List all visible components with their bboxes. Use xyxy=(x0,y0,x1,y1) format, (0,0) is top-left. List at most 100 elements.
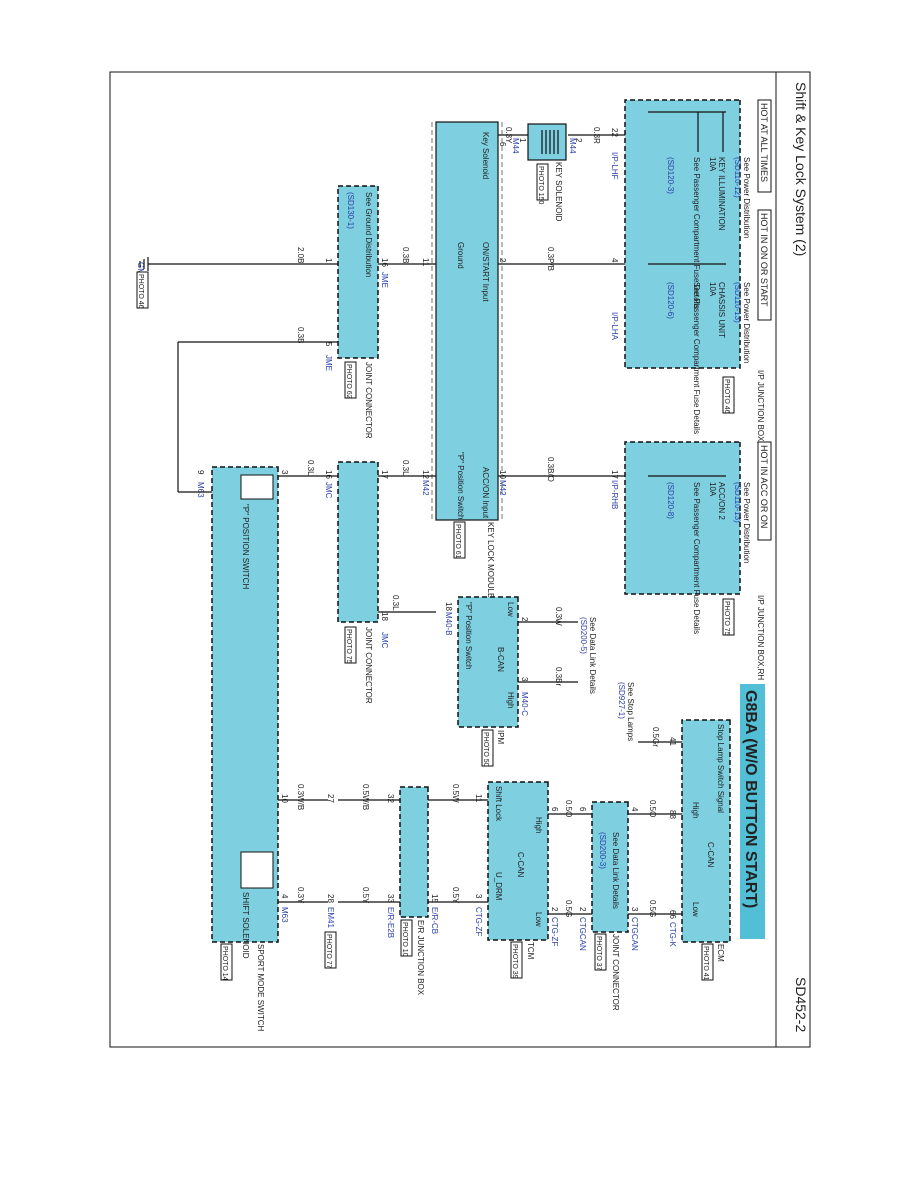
pin-11: 11 xyxy=(421,258,430,267)
pin-11b: 11 xyxy=(474,794,483,803)
ipm-ref: (SD200-5) xyxy=(579,617,588,654)
pin-33: 33 xyxy=(386,894,395,903)
junction-box-rh-name: I/P JUNCTION BOX,RH xyxy=(756,595,765,680)
pin-2d: 2 xyxy=(578,907,587,912)
ground-joint-see: See Ground Distribution xyxy=(364,192,373,277)
pin-3d: 3 xyxy=(474,894,483,899)
wire-20b: 2.0B xyxy=(296,247,305,263)
junction-box-rh-photo: PHOTO 75 xyxy=(723,601,730,636)
klm-p-switch: "P" Position Switch xyxy=(456,452,465,519)
page-code: SD452-2 xyxy=(793,977,809,1032)
pin-22: 22 xyxy=(610,128,619,137)
pin-3b: 3 xyxy=(520,677,529,682)
pin-12: 12 xyxy=(421,470,430,479)
klm-name: KEY LOCK MODULE xyxy=(486,522,495,598)
key-solenoid-photo: PHOTO 150 xyxy=(537,166,544,204)
er-box-name: E/R JUNCTION BOX xyxy=(416,920,425,996)
fuse-key-illum-details: See Passenger Compartment Fuse Details xyxy=(692,157,701,309)
wire-05gr: 0.5Gr xyxy=(651,727,660,747)
fuse-accon-rating: 10A xyxy=(708,482,717,497)
conn-em41: EM41 xyxy=(326,907,335,928)
ipm xyxy=(457,596,519,728)
fuse-accon-see-ref: (SD110-13) xyxy=(733,482,742,523)
sport-mode-switch xyxy=(211,466,279,943)
conn-m40b: M40-B xyxy=(444,612,453,636)
pin-17a: 17 xyxy=(610,470,619,479)
junction-box-lh-name: I/P JUNCTION BOX,LH xyxy=(756,370,765,454)
wire-03y2: 0.3Y xyxy=(296,887,305,904)
pin-4b: 4 xyxy=(630,807,639,812)
conn-m42a: M42 xyxy=(498,480,507,496)
wire-03r: 0.3R xyxy=(592,127,601,144)
conn-iplha: I/P-LHA xyxy=(610,312,619,341)
fuse-chassis-details-ref: (SD120-6) xyxy=(666,282,675,319)
pin-16: 16 xyxy=(380,258,389,267)
junction-box-lh-photo: PHOTO 46 xyxy=(723,379,730,414)
p-position-switch-icon xyxy=(240,474,274,500)
pin-2c: 2 xyxy=(520,617,529,622)
conn-ctgcan-b: CTGCAN xyxy=(578,917,587,951)
conn-m40c: M40-C xyxy=(520,692,529,716)
tcm-ccan: C-CAN xyxy=(516,852,525,878)
conn-jme-a: JME xyxy=(380,272,389,288)
variant-badge-bg xyxy=(740,684,765,939)
conn-jmc-b: JMC xyxy=(380,632,389,649)
junction-box-rh xyxy=(624,441,741,595)
stop-lamps-ref: (SD927-1) xyxy=(617,682,626,719)
fuse-accon-see: See Power Distribution xyxy=(742,482,751,563)
ecm-name: ECM xyxy=(716,944,725,962)
klm-ground: Ground xyxy=(456,242,465,269)
wire-05y2: 0.5Y xyxy=(361,887,370,904)
stop-lamps-see: See Stop Lamps xyxy=(626,682,635,741)
pin-5: 5 xyxy=(324,342,333,347)
ground-joint xyxy=(337,185,379,359)
jmc-joint-photo: PHOTO 75 xyxy=(345,629,352,664)
wire-05o2: 0.5O xyxy=(564,800,573,817)
tcm-udrm: U_DRM xyxy=(494,872,503,901)
tcm-name: TCM xyxy=(526,942,535,960)
jmc-joint xyxy=(337,461,379,623)
fuse-accon-name: ACC/ON 2 xyxy=(717,482,726,520)
pin-28: 28 xyxy=(326,894,335,903)
pin-4a: 4 xyxy=(610,258,619,263)
ecm-ccan: C-CAN xyxy=(706,842,715,868)
conn-ctgzf-a: CTG-ZF xyxy=(550,917,559,946)
pin-88: 88 xyxy=(668,810,677,819)
page-title: Shift & Key Lock System (2) xyxy=(793,82,809,256)
ipm-p-switch: "P" Position Switch xyxy=(464,602,473,669)
wire-03l: 0.3L xyxy=(401,460,410,476)
wire-03pb: 0.3P/B xyxy=(546,247,555,271)
em41-photo: PHOTO 77 xyxy=(325,934,332,969)
pin-9: 9 xyxy=(196,470,205,475)
pin-2e: 2 xyxy=(550,907,559,912)
pin-27: 27 xyxy=(326,794,335,803)
sport-solenoid: SHIFT SOLENOID xyxy=(241,892,250,959)
hot-all-times-label: HOT AT ALL TIMES xyxy=(759,103,769,182)
wire-03b2: 0.3B xyxy=(296,327,305,343)
wire-05w: 0.5W xyxy=(451,784,460,803)
conn-m42b: M42 xyxy=(421,480,430,496)
ground-joint-photo: PHOTO 62 xyxy=(345,364,352,399)
conn-m63b: M63 xyxy=(280,907,289,923)
conn-ere2b: E/R-E2B xyxy=(386,907,395,938)
pin-16b: 16 xyxy=(324,470,333,479)
variant-badge: G8BA (W/O BUTTON START) xyxy=(742,690,759,908)
pin-10: 10 xyxy=(498,470,507,479)
fuse-key-illum-see: See Power Distribution xyxy=(742,157,751,238)
hot-on-start-label: HOT IN ON OR START xyxy=(759,213,769,307)
tcm xyxy=(487,781,549,941)
shift-solenoid-icon xyxy=(240,851,274,889)
er-box xyxy=(399,786,429,918)
ecm-photo: PHOTO 41 xyxy=(702,946,709,981)
wire-03bo: 0.3B/O xyxy=(546,457,555,482)
junction-box-lh xyxy=(624,99,741,369)
ecm-stop: Stop Lamp Switch Signal xyxy=(716,724,725,813)
sport-p-switch: "P" POSITION SWITCH xyxy=(241,504,250,589)
fuse-chassis-rating: 10A xyxy=(708,282,717,297)
ipm-photo: PHOTO 50 xyxy=(482,732,489,767)
conn-iplhf: I/P-LHF xyxy=(610,152,619,180)
joint-ccan-name: JOINT CONNECTOR xyxy=(611,934,620,1011)
ipm-see: See Data Link Details xyxy=(588,617,597,694)
conn-m63a: M63 xyxy=(196,482,205,498)
